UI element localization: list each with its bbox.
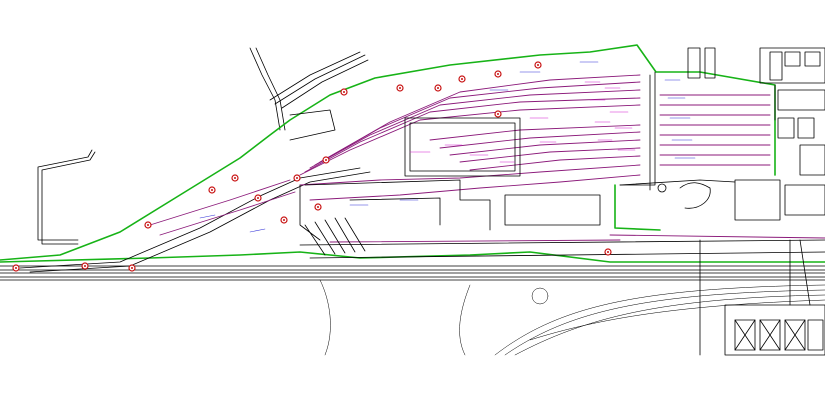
signal-marker-icon	[280, 216, 288, 224]
hatched-platforms	[304, 217, 366, 256]
signal-marker-icon	[434, 84, 442, 92]
building-block-top-right	[687, 47, 825, 221]
yard-boundary	[0, 44, 825, 263]
signal-marker-icon	[293, 174, 301, 182]
signal-marker-icon	[254, 194, 262, 202]
signal-marker-icon	[208, 186, 216, 194]
building-block-bottom-right	[699, 239, 825, 356]
signal-marker-icon	[534, 61, 542, 69]
upper-siding-fan	[149, 74, 641, 236]
signal-marker-icon	[231, 174, 239, 182]
track-label-marks	[409, 81, 636, 163]
roundabout-icon	[657, 182, 711, 209]
signal-marker-icon	[314, 203, 322, 211]
signal-markers	[12, 61, 612, 272]
signal-marker-icon	[128, 264, 136, 272]
yard-structures	[289, 71, 776, 241]
right-siding-group	[329, 94, 825, 243]
signal-marker-icon	[81, 262, 89, 270]
pier-structure	[37, 149, 96, 245]
signal-marker-icon	[12, 264, 20, 272]
lower-right-curves	[319, 279, 825, 356]
signal-marker-icon	[144, 221, 152, 229]
signal-marker-icon	[458, 75, 466, 83]
signal-marker-icon	[494, 70, 502, 78]
signal-marker-icon	[396, 84, 404, 92]
signal-marker-icon	[322, 156, 330, 164]
annotation-marks	[199, 61, 696, 233]
signal-marker-icon	[604, 248, 612, 256]
main-line-tracks	[0, 167, 825, 281]
harbor-roads	[249, 47, 369, 131]
signal-marker-icon	[494, 110, 502, 118]
signal-marker-icon	[340, 88, 348, 96]
